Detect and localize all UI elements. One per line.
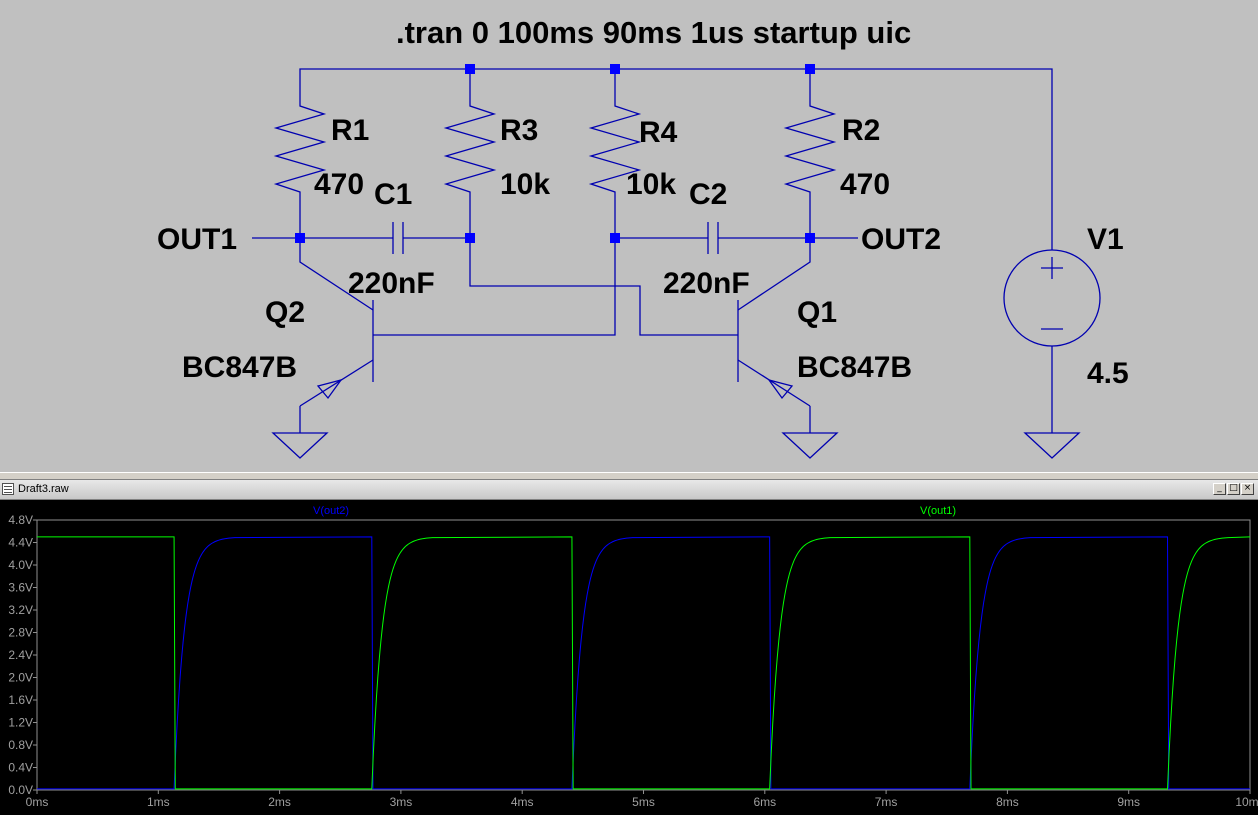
r2-name-label[interactable]: R2 xyxy=(842,114,880,147)
y-tick-label: 4.4V xyxy=(8,536,33,550)
document-icon xyxy=(2,483,14,495)
tran-directive[interactable]: .tran 0 100ms 90ms 1us startup uic xyxy=(396,15,911,50)
net-label-out2[interactable]: OUT2 xyxy=(861,223,941,256)
wire-vcc-rail[interactable] xyxy=(299,68,1053,250)
x-tick-label: 10ms xyxy=(1235,795,1258,809)
waveform-window-title: Draft3.raw xyxy=(18,483,69,495)
waveform-plot[interactable]: 0.0V 0.4V 0.8V 1.2V 1.6V 2.0V 2.4V 2.8V 3.2V 3.6V… xyxy=(0,500,1258,815)
resistor-r3[interactable] xyxy=(443,98,497,200)
r4-name-label[interactable]: R4 xyxy=(639,116,678,149)
schematic-canvas[interactable]: .tran 0 100ms 90ms 1us startup uic xyxy=(0,0,1258,472)
junction-dot xyxy=(465,64,475,74)
x-tick-label: 0ms xyxy=(26,795,49,809)
q2-model-label[interactable]: BC847B xyxy=(182,351,297,384)
x-tick-label: 5ms xyxy=(632,795,655,809)
q1-model-label[interactable]: BC847B xyxy=(797,351,912,384)
x-tick-label: 2ms xyxy=(268,795,291,809)
r1-name-label[interactable]: R1 xyxy=(331,114,369,147)
junction-dot xyxy=(805,64,815,74)
transistor-q1[interactable] xyxy=(737,238,811,433)
c1-name-label[interactable]: C1 xyxy=(374,178,412,211)
minimize-button[interactable]: _ xyxy=(1213,483,1226,495)
capacitor-c2[interactable] xyxy=(615,222,810,254)
resistor-r1[interactable] xyxy=(273,98,327,200)
junction-dot xyxy=(610,233,620,243)
voltage-source-v1[interactable] xyxy=(1003,249,1101,433)
y-tick-label: 1.6V xyxy=(8,693,33,707)
y-tick-label: 0.4V xyxy=(8,761,33,775)
ground-symbol-q1[interactable] xyxy=(781,432,839,459)
y-tick-label: 4.0V xyxy=(8,558,33,572)
y-tick-label: 2.4V xyxy=(8,648,33,662)
x-tick-label: 7ms xyxy=(875,795,898,809)
maximize-button[interactable]: □ xyxy=(1227,483,1240,495)
y-tick-label: 1.2V xyxy=(8,716,33,730)
trace-label[interactable]: V(out1) xyxy=(920,505,956,517)
close-button[interactable]: × xyxy=(1241,483,1254,495)
q2-name-label[interactable]: Q2 xyxy=(265,296,305,329)
wire-r3-to-q1-base[interactable] xyxy=(469,238,738,336)
r3-name-label[interactable]: R3 xyxy=(500,114,538,147)
schematic-pane[interactable]: .tran 0 100ms 90ms 1us startup uic xyxy=(0,0,1258,472)
y-tick-label: 2.8V xyxy=(8,626,33,640)
plot-frame xyxy=(36,519,1251,791)
trace-v-out1-[interactable] xyxy=(37,536,1251,790)
x-tick-label: 9ms xyxy=(1117,795,1140,809)
waveform-titlebar[interactable]: Draft3.raw _ □ × xyxy=(0,480,1258,500)
waveform-window[interactable]: Draft3.raw _ □ × 0.0V 0.4V 0.8V 1.2V 1.6V 2.0… xyxy=(0,480,1258,815)
y-tick-label: 4.8V xyxy=(8,513,33,527)
wire-r4-to-q2-base[interactable] xyxy=(373,238,616,336)
transistor-q2[interactable] xyxy=(299,238,374,433)
y-tick-label: 3.2V xyxy=(8,603,33,617)
v1-name-label[interactable]: V1 xyxy=(1087,223,1124,256)
junction-dot xyxy=(295,233,305,243)
x-tick-label: 3ms xyxy=(390,795,413,809)
r2-value-label[interactable]: 470 xyxy=(840,168,890,201)
y-tick-label: 0.8V xyxy=(8,738,33,752)
x-tick-label: 8ms xyxy=(996,795,1019,809)
c2-name-label[interactable]: C2 xyxy=(689,178,727,211)
pane-splitter[interactable] xyxy=(0,472,1258,480)
junction-dot xyxy=(465,233,475,243)
x-tick-label: 4ms xyxy=(511,795,534,809)
v1-value-label[interactable]: 4.5 xyxy=(1087,357,1129,390)
y-tick-label: 3.6V xyxy=(8,581,33,595)
c1-value-label[interactable]: 220nF xyxy=(348,267,435,300)
junction-dot xyxy=(805,233,815,243)
junction-dot xyxy=(610,64,620,74)
capacitor-c1[interactable] xyxy=(300,222,470,254)
resistor-r2[interactable] xyxy=(783,98,837,200)
resistor-r4[interactable] xyxy=(588,98,642,200)
x-tick-label: 6ms xyxy=(753,795,776,809)
y-tick-label: 2.0V xyxy=(8,671,33,685)
r3-value-label[interactable]: 10k xyxy=(500,168,550,201)
net-label-out1[interactable]: OUT1 xyxy=(157,223,237,256)
c2-value-label[interactable]: 220nF xyxy=(663,267,750,300)
ground-symbol-v1[interactable] xyxy=(1023,432,1081,459)
x-tick-label: 1ms xyxy=(147,795,170,809)
y-tick-label: 0.0V xyxy=(8,783,33,797)
r4-value-label[interactable]: 10k xyxy=(626,168,676,201)
r1-value-label[interactable]: 470 xyxy=(314,168,364,201)
trace-label[interactable]: V(out2) xyxy=(313,505,349,517)
ground-symbol-q2[interactable] xyxy=(271,432,329,459)
q1-name-label[interactable]: Q1 xyxy=(797,296,837,329)
trace-v-out2-[interactable] xyxy=(37,536,1250,790)
